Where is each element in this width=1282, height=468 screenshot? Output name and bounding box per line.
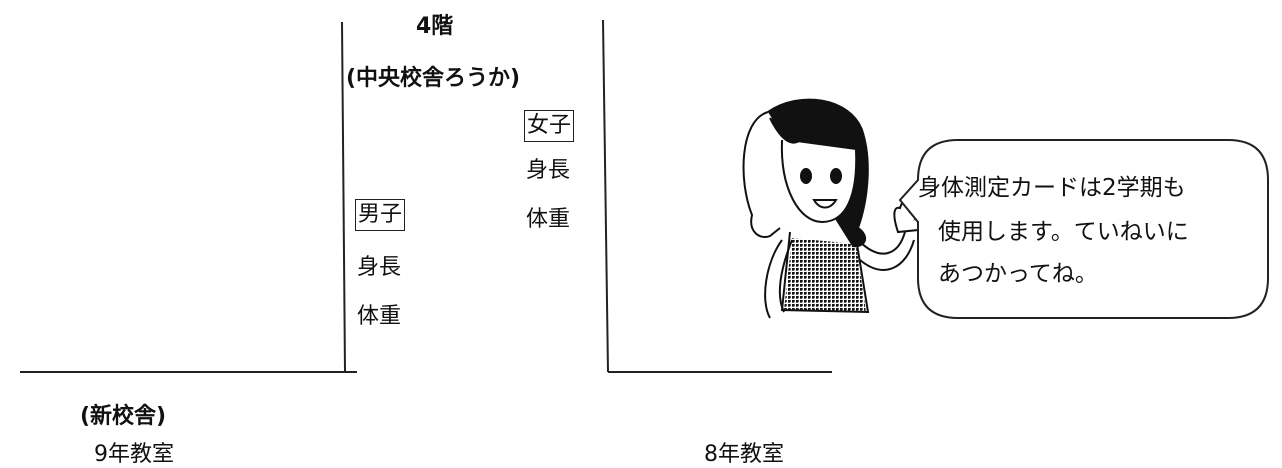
girls-height: 身長: [526, 158, 571, 183]
speech-line-2: 使用します。ていねいに: [938, 219, 1189, 245]
girls-weight: 体重: [526, 207, 571, 232]
speech-line-3: あつかってね。: [938, 261, 1098, 287]
boys-weight: 体重: [357, 304, 402, 329]
floor-title: 4階: [416, 14, 454, 39]
new-building-label: (新校舎): [80, 404, 167, 429]
boys-height: 身長: [357, 255, 402, 280]
corridor-label: (中央校舎ろうか): [346, 66, 521, 91]
boys-label: 男子: [355, 199, 406, 231]
speech-line-1: 身体測定カードは2学期も: [918, 175, 1186, 201]
speech-bubble: [898, 139, 1269, 319]
girl-illustration: [742, 98, 924, 319]
room-8-label: 8年教室: [704, 442, 784, 467]
room-9-label: 9年教室: [94, 442, 174, 467]
girls-label: 女子: [524, 110, 575, 142]
